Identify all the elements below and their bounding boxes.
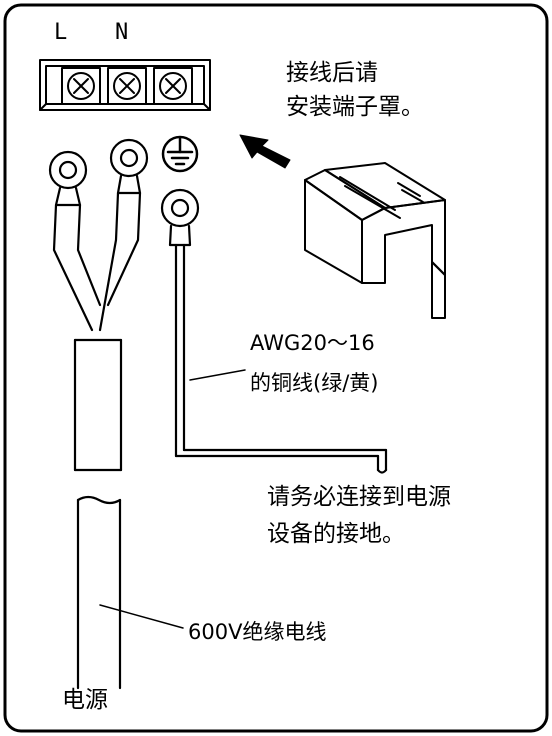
terminal-cover — [304, 162, 446, 319]
terminal-block — [39, 59, 211, 111]
ground-symbol-icon — [161, 135, 199, 173]
leader-awg — [189, 369, 246, 381]
power-cable — [48, 138, 149, 690]
ground-note-line2: 设备的接地。 — [267, 521, 405, 547]
ground-note-line1: 请务必连接到电源 — [267, 484, 451, 510]
power-wire-label: 600V绝缘电线 — [188, 620, 327, 644]
ground-wire-spec-line1: AWG20～16 — [250, 331, 375, 355]
diagram-frame — [3, 3, 549, 733]
ground-wire-spec-line2: 的铜线(绿/黄) — [250, 371, 379, 395]
screw-terminal-icon — [61, 67, 101, 105]
cover-note-line1: 接线后请 — [286, 60, 378, 86]
ground-wire — [160, 188, 388, 474]
arrow-icon — [239, 134, 291, 169]
leader-wire — [99, 604, 184, 629]
power-source-label: 电源 — [62, 687, 108, 713]
screw-terminal-icon — [107, 67, 147, 105]
terminal-label-l: L — [54, 20, 68, 45]
screw-terminal-icon — [153, 67, 193, 105]
terminal-label-n: N — [115, 20, 129, 45]
cover-note-line2: 安装端子罩。 — [286, 94, 424, 120]
